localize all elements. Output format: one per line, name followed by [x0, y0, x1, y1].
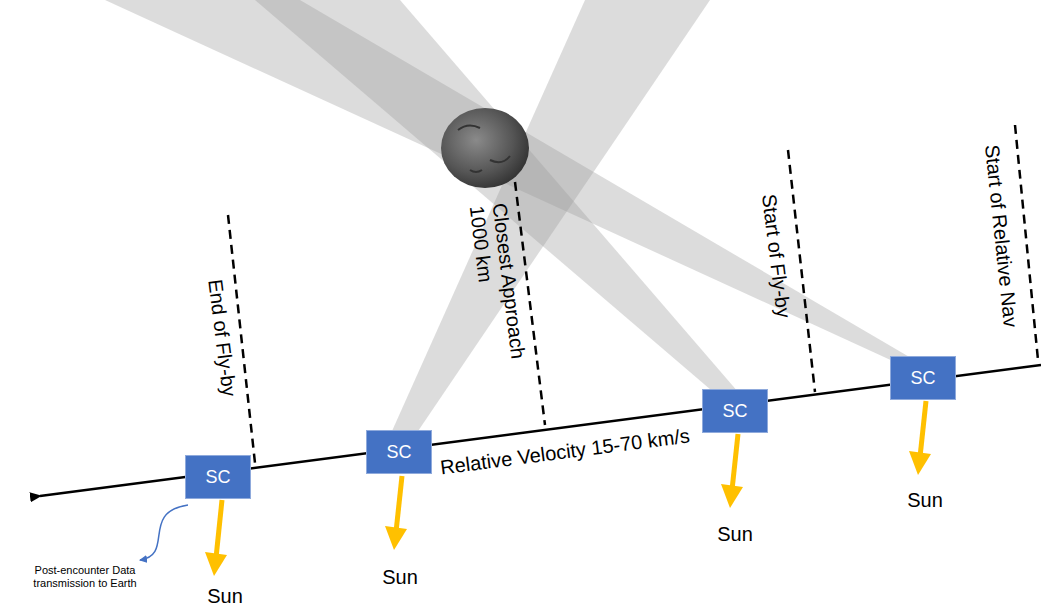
downlink-note: Post-encounter Data transmission to Eart… — [30, 564, 140, 589]
spacecraft-label: SC — [205, 467, 230, 488]
spacecraft-box: SC — [366, 430, 432, 474]
view-beam — [388, 0, 710, 440]
spacecraft-box: SC — [185, 455, 251, 499]
velocity-label: Relative Velocity 15-70 km/s — [439, 424, 691, 479]
asteroid — [441, 108, 529, 188]
downlink-arrow — [140, 505, 188, 560]
sun-arrow — [205, 401, 931, 576]
sun-label: Sun — [717, 523, 753, 546]
spacecraft-label: SC — [910, 368, 935, 389]
asteroid-crater — [458, 125, 510, 172]
event-label: End of Fly-by — [203, 278, 240, 398]
spacecraft-label: SC — [722, 401, 747, 422]
sun-label: Sun — [907, 489, 943, 512]
event-marker — [228, 125, 1038, 463]
event-label: Start of Relative Nav — [980, 144, 1022, 329]
sun-label: Sun — [382, 566, 418, 589]
spacecraft-box: SC — [890, 356, 956, 400]
sun-label: Sun — [207, 585, 243, 608]
spacecraft-label: SC — [386, 442, 411, 463]
spacecraft-box: SC — [702, 389, 768, 433]
